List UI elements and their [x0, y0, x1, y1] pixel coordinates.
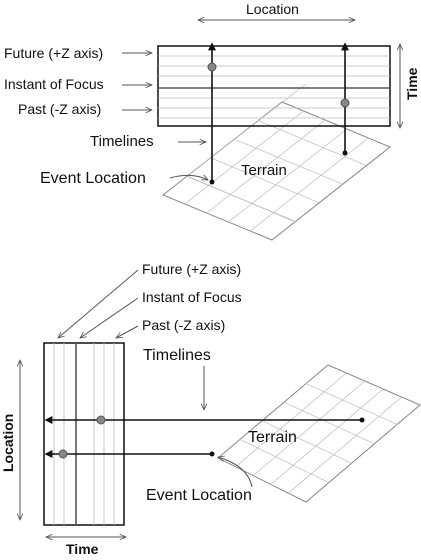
top-past-label: Past (-Z axis)	[18, 101, 101, 117]
bottom-time-box	[43, 342, 125, 526]
top-timelines-label: Timelines	[90, 133, 154, 150]
top-terrain-grid	[162, 83, 391, 241]
terrain-grid-line	[186, 176, 296, 222]
top-terrain-label: Terrain	[241, 162, 287, 179]
top-event-dot-future	[207, 62, 217, 72]
bottom-terrain-grid	[217, 364, 421, 503]
top-event-location-dot	[209, 179, 215, 185]
top-time-box	[157, 45, 391, 127]
bottom-terrain-label: Terrain	[248, 429, 297, 446]
bottom-panel: Future (+Z axis) Instant of Focus Past (…	[0, 261, 421, 557]
top-focus-label: Instant of Focus	[4, 76, 104, 92]
terrain-grid-line	[228, 128, 348, 223]
top-time-label: Time	[404, 67, 420, 100]
bottom-terrain-dot	[359, 417, 365, 423]
top-terrain-dot	[342, 150, 348, 156]
top-location-label: Location	[246, 1, 299, 17]
bottom-timelines-label: Timelines	[143, 347, 211, 364]
top-future-label: Future (+Z axis)	[4, 45, 103, 61]
terrain-grid-line	[252, 380, 366, 476]
terrain-grid-line	[288, 396, 402, 494]
bottom-event-location-dot	[209, 451, 215, 457]
bottom-focus-label: Instant of Focus	[142, 289, 242, 305]
bottom-location-label: Location	[0, 414, 16, 472]
terrain-grid-line	[210, 157, 320, 204]
terrain-grid-line	[234, 138, 343, 185]
terrain-grid-line	[206, 119, 326, 214]
bottom-event-location-label: Event Location	[146, 487, 252, 504]
terrain-grid-line	[258, 120, 367, 166]
terrain-grid-line	[283, 401, 375, 445]
top-event-dot-past	[340, 98, 350, 108]
top-panel: Location Time	[4, 1, 420, 241]
bottom-event-dot-lower	[58, 449, 68, 459]
bottom-event-dot-upper	[96, 415, 106, 425]
terrain-grid-line	[305, 383, 398, 425]
terrain-grid-line	[270, 388, 384, 485]
terrain-grid-line	[261, 420, 352, 464]
bottom-past-label: Past (-Z axis)	[142, 317, 225, 333]
top-event-location-label: Event Location	[40, 170, 146, 187]
terrain-grid-line	[249, 137, 369, 232]
bottom-time-label: Time	[66, 541, 99, 557]
bottom-future-label: Future (+Z axis)	[142, 261, 241, 277]
terrain-grid-line	[239, 439, 329, 483]
